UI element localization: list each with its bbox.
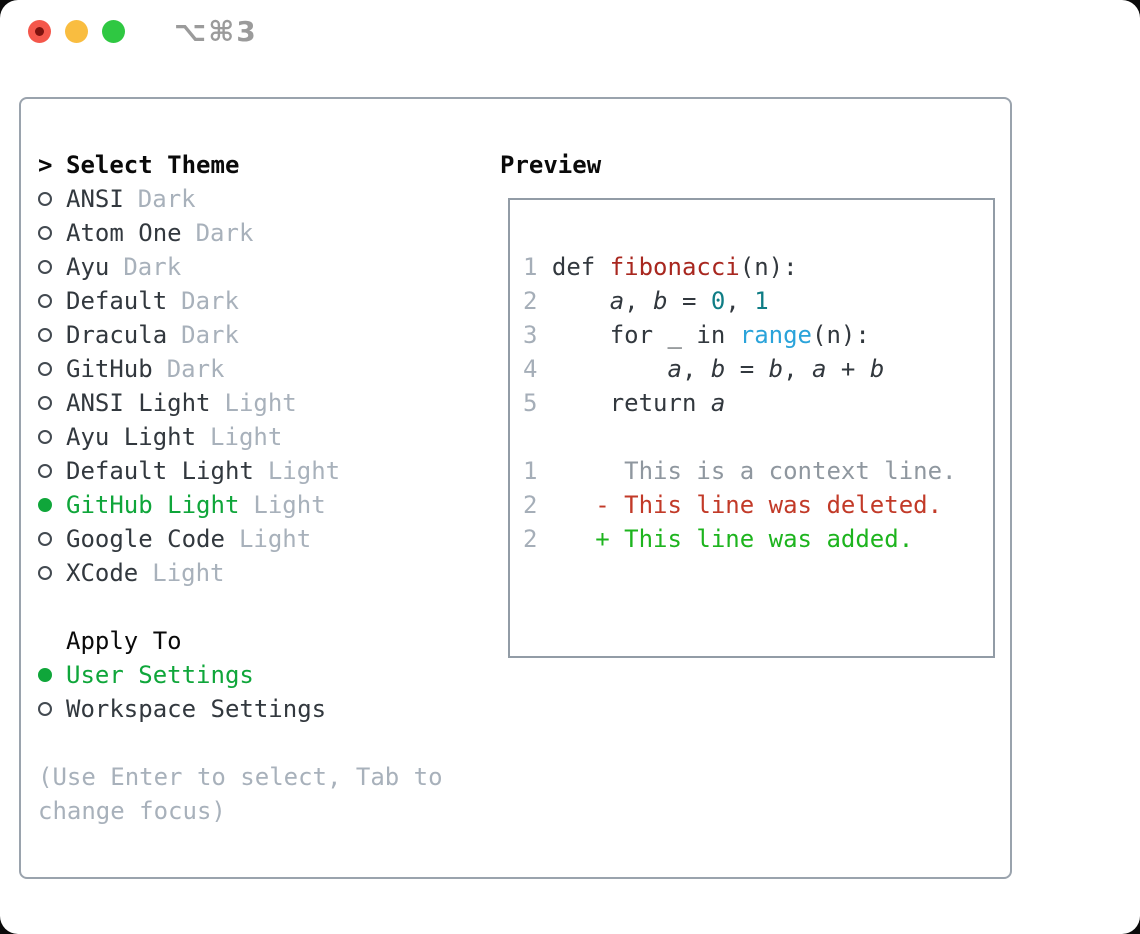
radio-icon [38, 294, 52, 308]
theme-variant: Light [267, 457, 341, 485]
theme-option[interactable]: XCode Light [38, 556, 443, 590]
code-line: 2 + This line was added. [523, 525, 914, 553]
code-line: 2 - This line was deleted. [523, 491, 943, 519]
select-theme-title: Select Theme [66, 151, 240, 179]
theme-variant: Dark [166, 355, 225, 383]
code-line: 1 This is a context line. [523, 457, 957, 485]
theme-name: Default [66, 287, 168, 315]
theme-name: GitHub Light [66, 491, 240, 519]
close-button[interactable] [28, 19, 51, 43]
theme-variant: Dark [137, 185, 196, 213]
apply-to-label: Workspace Settings [66, 695, 327, 723]
theme-variant: Dark [181, 287, 239, 315]
theme-variant: Light [238, 525, 312, 553]
theme-name: ANSI Light [66, 389, 211, 417]
window-title: ⌥⌘3 [174, 14, 258, 48]
titlebar: ⌥⌘3 [0, 0, 1140, 62]
apply-to-option[interactable]: Workspace Settings [38, 692, 443, 726]
code-line: 2 a, b = 0, 1 [523, 287, 769, 315]
radio-icon [38, 396, 52, 410]
radio-icon [38, 464, 52, 478]
preview-code: 1 def fibonacci(n): 2 a, b = 0, 1 3 for _ … [523, 250, 993, 556]
zoom-button[interactable] [102, 19, 125, 43]
theme-name: Default Light [66, 457, 254, 485]
theme-option[interactable]: ANSI Light Light [38, 386, 443, 420]
theme-name: Ayu Light [66, 423, 197, 451]
minimize-button[interactable] [65, 19, 88, 43]
theme-option[interactable]: GitHub Light Light [38, 488, 443, 522]
code-line: 1 def fibonacci(n): [523, 253, 798, 281]
selection-cursor-icon: > [38, 151, 53, 179]
theme-option[interactable]: ANSI Dark [38, 182, 443, 216]
theme-name: Ayu [66, 253, 110, 281]
radio-icon [38, 328, 52, 342]
theme-name: Google Code [66, 525, 225, 553]
theme-option[interactable]: Default Light Light [38, 454, 443, 488]
apply-to-header: Apply To [38, 624, 443, 658]
theme-variant: Dark [123, 253, 182, 281]
radio-icon [38, 226, 52, 240]
theme-variant: Light [210, 423, 283, 451]
hint-line-2: change focus) [38, 797, 226, 825]
close-dot-icon [35, 26, 44, 36]
apply-to-title: Apply To [66, 627, 182, 655]
preview-title: Preview [500, 151, 602, 179]
theme-name: Dracula [66, 321, 168, 349]
theme-name: GitHub [66, 355, 153, 383]
preview-box: 1 def fibonacci(n): 2 a, b = 0, 1 3 for _ … [508, 198, 995, 658]
theme-option[interactable]: Google Code Light [38, 522, 443, 556]
select-theme-header: > Select Theme [38, 148, 443, 182]
radio-selected-icon [38, 498, 52, 512]
theme-variant: Light [253, 491, 326, 519]
preview-column: Preview 1 def fibonacci(n): 2 a, b = 0, 1… [500, 148, 995, 658]
code-line: 4 a, b = b, a + b [523, 355, 885, 383]
radio-icon [38, 260, 52, 274]
theme-option[interactable]: Ayu Dark [38, 250, 443, 284]
code-line: 3 for _ in range(n): [523, 321, 870, 349]
theme-option[interactable]: GitHub Dark [38, 352, 443, 386]
theme-name: ANSI [66, 185, 124, 213]
theme-variant: Light [224, 389, 297, 417]
radio-selected-icon [38, 668, 52, 682]
code-line: 5 return a [523, 389, 726, 417]
theme-option[interactable]: Default Dark [38, 284, 443, 318]
radio-icon [38, 192, 52, 206]
radio-icon [38, 430, 52, 444]
code-line [523, 420, 993, 454]
radio-icon [38, 566, 52, 580]
theme-variant: Dark [195, 219, 254, 247]
apply-to-option[interactable]: User Settings [38, 658, 443, 692]
radio-icon [38, 362, 52, 376]
theme-option[interactable]: Atom One Dark [38, 216, 443, 250]
theme-variant: Light [152, 559, 225, 587]
radio-icon [38, 532, 52, 546]
theme-name: XCode [66, 559, 139, 587]
hint-line-1: (Use Enter to select, Tab to [38, 763, 443, 791]
spacer-row [38, 726, 443, 760]
theme-name: Atom One [66, 219, 182, 247]
theme-option[interactable]: Dracula Dark [38, 318, 443, 352]
apply-to-label: User Settings [66, 661, 254, 689]
radio-icon [38, 702, 52, 716]
theme-option[interactable]: Ayu Light Light [38, 420, 443, 454]
preview-header: Preview [500, 148, 995, 182]
theme-variant: Dark [181, 321, 239, 349]
spacer-row [38, 590, 443, 624]
